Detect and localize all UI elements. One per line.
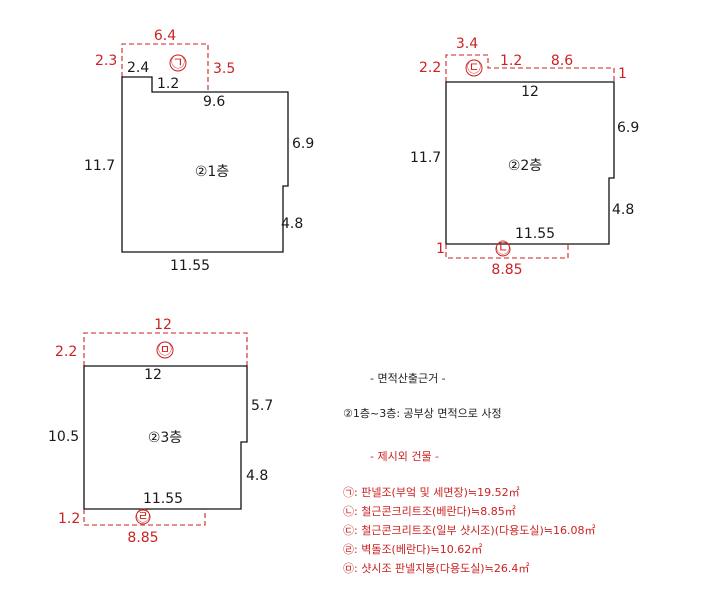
floor1-dim-right-lower: 4.8 bbox=[281, 216, 303, 232]
floor1-dim-top-left: 2.4 bbox=[127, 60, 149, 76]
floor2-annex-top-marker-circle bbox=[465, 59, 483, 77]
floor1-annex-outline bbox=[121, 43, 209, 92]
floor2-dim-inner-bottom: 11.55 bbox=[515, 226, 555, 242]
legend-item: ㉠: 판넬조(부엌 및 세면장)≒19.52㎡ bbox=[343, 486, 520, 499]
floor3-annex-bottom-mark: ㉣ bbox=[136, 509, 150, 525]
legend-item: ㉣: 벽돌조(베란다)≒10.62㎡ bbox=[343, 543, 482, 556]
floor1-plan: ㉠ 6.4 2.3 3.5 2.4 1.2 9.6 11.7 6.9 4.8 1… bbox=[84, 28, 314, 274]
floor1-dim-notch: 1.2 bbox=[157, 76, 179, 92]
floor3-label: ②3층 bbox=[148, 430, 182, 446]
floor2-annex-bottom-mark: ㉡ bbox=[496, 241, 510, 257]
floor2-dim-bottom-left-dashed: 1 bbox=[436, 241, 445, 257]
floor2-dim-right-lower: 4.8 bbox=[612, 202, 634, 218]
floor3-dim-inner-bottom: 11.55 bbox=[143, 491, 183, 507]
legend-item: ㉤: 샷시조 판넬지붕(다용도실)≒26.4㎡ bbox=[343, 562, 529, 575]
floor1-dim-right-upper: 6.9 bbox=[292, 136, 314, 152]
floor1-dim-top-right: 9.6 bbox=[203, 94, 225, 110]
floor1-dim-right-dashed: 3.5 bbox=[213, 61, 235, 77]
floor2-dim-left-dashed: 2.2 bbox=[419, 60, 441, 76]
floor3-annex-top-outline bbox=[83, 332, 248, 366]
floor3-plan: ㉤ ㉣ 12 2.2 12 10.5 5.7 4.8 11.55 1.2 8.8… bbox=[48, 317, 273, 546]
floor2-dim-right-upper: 6.9 bbox=[617, 120, 639, 136]
floor2-dim-top: 12 bbox=[521, 84, 539, 100]
floor2-annex-bottom-outline bbox=[445, 244, 569, 259]
floor1-annex-marker-circle bbox=[169, 54, 187, 72]
floor2-dim-left: 11.7 bbox=[410, 150, 441, 166]
legend-excluded-heading: - 제시외 건물 - bbox=[370, 450, 439, 463]
floor2-annex-top-outline bbox=[445, 54, 615, 82]
legend-item: ㉢: 철근콘크리트조(일부 샷시조)(다용도실)≒16.08㎡ bbox=[343, 523, 596, 537]
floor1-label: ②1층 bbox=[195, 164, 229, 180]
floor2-dim-bottom-dashed: 8.85 bbox=[491, 262, 522, 278]
floor2-dim-top-right-dashed: 8.6 bbox=[551, 53, 573, 69]
legend-basis: ②1층~3층: 공부상 면적으로 사정 bbox=[343, 407, 502, 420]
floor1-main-outline bbox=[121, 76, 289, 253]
floor3-dim-right-lower: 4.8 bbox=[246, 468, 268, 484]
legend-item: ㉡: 철근콘크리트조(베란다)≒8.85㎡ bbox=[343, 505, 516, 518]
floor3-dim-top-dashed: 12 bbox=[154, 317, 172, 333]
floor2-plan: ㉢ ㉡ 3.4 2.2 1.2 8.6 1 12 11.7 6.9 4.8 11… bbox=[410, 36, 639, 278]
floor3-dim-bottom-left-dashed: 1.2 bbox=[58, 511, 80, 527]
legend-heading: - 면적산출근거 - bbox=[370, 372, 446, 385]
floor1-dim-top-dashed: 6.4 bbox=[154, 28, 176, 44]
floor2-dim-right-dashed: 1 bbox=[618, 66, 627, 82]
floor3-dim-right-upper: 5.7 bbox=[251, 398, 273, 414]
floor3-annex-bottom-marker-circle bbox=[135, 509, 151, 525]
floor1-dim-left-dashed: 2.3 bbox=[95, 53, 117, 69]
floor1-dim-bottom: 11.55 bbox=[170, 258, 210, 274]
floor3-dim-left: 10.5 bbox=[48, 429, 79, 445]
floor2-dim-top-dashed-left: 3.4 bbox=[456, 36, 478, 52]
legend: - 면적산출근거 - ②1층~3층: 공부상 면적으로 사정 - 제시외 건물 … bbox=[343, 372, 596, 575]
floor2-annex-top-mark: ㉢ bbox=[467, 60, 481, 76]
floor3-annex-bottom-outline bbox=[83, 509, 206, 526]
floor2-annex-bottom-marker-circle bbox=[495, 241, 511, 257]
floor3-dim-bottom-dashed: 8.85 bbox=[127, 530, 158, 546]
floor3-dim-top: 12 bbox=[144, 367, 162, 383]
floor2-dim-top-mid: 1.2 bbox=[500, 53, 522, 69]
floor3-annex-top-mark: ㉤ bbox=[158, 342, 172, 358]
floor2-label: ②2층 bbox=[508, 158, 542, 174]
floor3-annex-top-marker-circle bbox=[156, 341, 174, 359]
floor1-dim-left: 11.7 bbox=[84, 158, 115, 174]
floor1-annex-mark: ㉠ bbox=[171, 55, 185, 71]
floor3-dim-left-dashed: 2.2 bbox=[55, 344, 77, 360]
